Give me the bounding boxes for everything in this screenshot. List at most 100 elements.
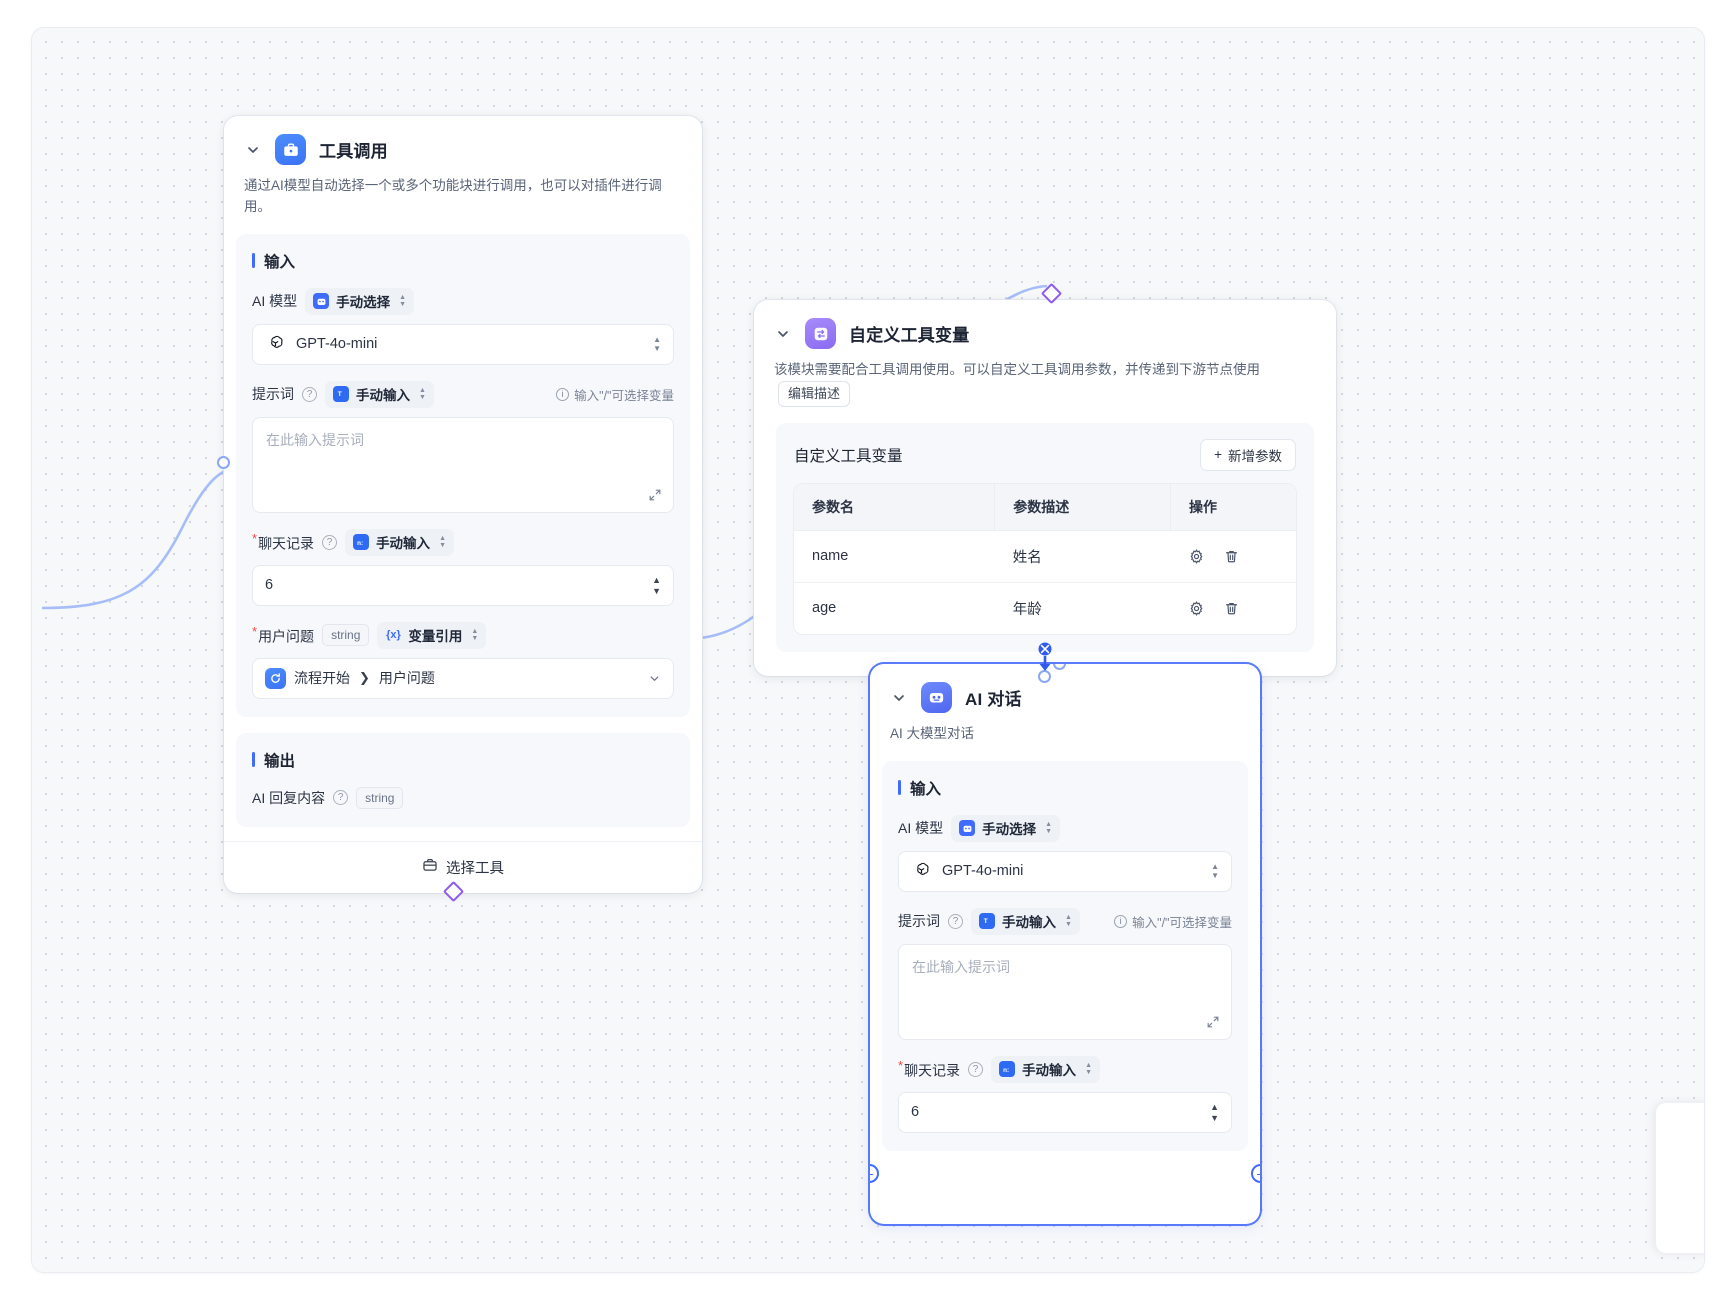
- number-stepper[interactable]: ▲▼: [652, 574, 661, 596]
- custom-vars-panel: 自定义工具变量 + 新增参数 参数名 参数描述 操作: [776, 422, 1314, 652]
- workflow-canvas-screen: 工具调用 通过AI模型自动选择一个或多个功能块进行调用，也可以对插件进行调用。 …: [32, 28, 1704, 1272]
- output-type-badge: string: [356, 786, 404, 809]
- collapse-chevron-icon[interactable]: [890, 689, 908, 707]
- user-question-ref-select[interactable]: 流程开始 ❯ 用户问题: [252, 657, 674, 699]
- help-icon[interactable]: ?: [948, 913, 963, 929]
- openai-icon: [911, 861, 932, 882]
- expand-icon[interactable]: [648, 488, 662, 502]
- cell-param-name: name: [794, 529, 995, 583]
- table-row[interactable]: age 年龄: [794, 581, 1296, 634]
- expand-icon[interactable]: [1206, 1015, 1220, 1029]
- field-chat-history: 聊天记录 ? n: 手动输入 ▲▼ 6: [898, 1055, 1232, 1133]
- number-stepper[interactable]: ▲▼: [1210, 1101, 1219, 1123]
- cell-param-desc: 姓名: [994, 529, 1171, 583]
- prompt-hint: i 输入"/"可选择变量: [556, 385, 674, 404]
- ai-model-value-select[interactable]: GPT-4o-mini ▲▼: [252, 323, 674, 365]
- variable-reference: 流程开始 ❯ 用户问题: [265, 667, 638, 689]
- ai-model-value-text: GPT-4o-mini: [296, 336, 378, 353]
- input-section-title: 输入: [898, 777, 1232, 799]
- prompt-mode-select[interactable]: T 手动输入 ▲▼: [325, 380, 434, 408]
- port-add-left[interactable]: +: [870, 1164, 879, 1183]
- chevron-updown-icon: ▲▼: [653, 335, 661, 354]
- chevron-right-icon: ❯: [359, 670, 370, 686]
- prompt-label: 提示词: [252, 386, 294, 403]
- field-ai-model: AI 模型 手动选择 ▲▼: [252, 287, 674, 365]
- help-icon[interactable]: ?: [302, 386, 317, 402]
- robot-mini-icon: [959, 820, 976, 837]
- chevron-updown-icon: ▲▼: [399, 293, 407, 308]
- field-prompt: 提示词 ? T 手动输入 ▲▼ i: [252, 380, 674, 513]
- output-label: AI 回复内容: [252, 789, 326, 806]
- add-param-button[interactable]: + 新增参数: [1200, 438, 1296, 471]
- ai-model-mode-select[interactable]: 手动选择 ▲▼: [951, 814, 1061, 842]
- chevron-updown-icon: ▲▼: [1045, 820, 1053, 835]
- info-icon: i: [556, 387, 570, 401]
- ai-model-mode-select[interactable]: 手动选择 ▲▼: [305, 287, 415, 315]
- prompt-mode-text: 手动输入: [1002, 915, 1056, 931]
- prompt-textarea[interactable]: 在此输入提示词: [898, 943, 1232, 1040]
- chat-history-mode-select[interactable]: n: 手动输入 ▲▼: [345, 528, 454, 556]
- help-icon[interactable]: ?: [333, 790, 349, 806]
- node-title-text: 工具调用: [319, 142, 388, 161]
- table-header-row: 参数名 参数描述 操作: [794, 483, 1296, 531]
- tool-call-input-section: 输入 AI 模型 手: [236, 233, 690, 717]
- svg-text:T: T: [338, 391, 342, 398]
- flow-start-icon: [265, 667, 286, 689]
- prompt-textarea[interactable]: 在此输入提示词: [252, 416, 674, 513]
- edit-description-button[interactable]: 编辑描述: [778, 380, 851, 407]
- number-mini-icon: n:: [353, 534, 370, 551]
- field-ai-model: AI 模型 手动选择 ▲▼: [898, 814, 1232, 892]
- node-description: 通过AI模型自动选择一个或多个功能块进行调用，也可以对插件进行调用。: [244, 178, 662, 214]
- prompt-mode-text: 手动输入: [356, 388, 410, 404]
- prompt-hint: i 输入"/"可选择变量: [1114, 912, 1232, 931]
- port-output-customvar[interactable]: [1038, 669, 1051, 683]
- help-icon[interactable]: ?: [968, 1061, 984, 1077]
- prompt-hint-text: 输入"/"可选择变量: [574, 388, 674, 403]
- ref-field-name: 用户问题: [378, 670, 435, 687]
- field-prompt: 提示词 ? T 手动输入 ▲▼ i: [898, 907, 1232, 1040]
- select-tool-button[interactable]: 选择工具: [224, 840, 702, 893]
- col-actions: 操作: [1170, 483, 1296, 531]
- ai-model-label: AI 模型: [898, 820, 944, 837]
- chat-history-number-input[interactable]: 6 ▲▼: [252, 564, 674, 606]
- table-row[interactable]: name 姓名: [794, 529, 1296, 583]
- prompt-mode-select[interactable]: T 手动输入 ▲▼: [971, 907, 1080, 935]
- cell-param-name: age: [794, 581, 995, 634]
- svg-text:n:: n:: [1003, 1067, 1009, 1074]
- chat-history-number-input[interactable]: 6 ▲▼: [898, 1091, 1232, 1133]
- node-tool-call[interactable]: 工具调用 通过AI模型自动选择一个或多个功能块进行调用，也可以对插件进行调用。 …: [217, 116, 702, 903]
- node-title-text: AI 对话: [965, 690, 1022, 709]
- ai-model-value-select[interactable]: GPT-4o-mini ▲▼: [898, 850, 1232, 892]
- panel-title: 自定义工具变量: [794, 447, 903, 465]
- chat-history-mode-text: 手动输入: [376, 536, 431, 552]
- briefcase-icon: [275, 134, 306, 165]
- type-badge: string: [322, 624, 370, 647]
- ai-model-value-text: GPT-4o-mini: [942, 863, 1024, 880]
- chevron-updown-icon: ▲▼: [439, 534, 446, 549]
- add-param-label: 新增参数: [1228, 448, 1282, 464]
- ai-model-mode-text: 手动选择: [982, 822, 1037, 838]
- user-question-mode-select[interactable]: {x} 变量引用 ▲▼: [377, 621, 487, 649]
- collapse-chevron-icon[interactable]: [244, 141, 262, 159]
- settings-icon[interactable]: [1188, 600, 1205, 617]
- trash-icon[interactable]: [1223, 548, 1240, 565]
- port-add-right[interactable]: +: [1251, 1164, 1260, 1183]
- chevron-updown-icon: ▲▼: [1211, 862, 1219, 881]
- chat-history-mode-select[interactable]: n: 手动输入 ▲▼: [991, 1055, 1100, 1083]
- field-chat-history: 聊天记录 ? n: 手动输入 ▲▼ 6: [252, 528, 674, 606]
- node-ai-chat[interactable]: AI 对话 AI 大模型对话 输入 AI 模型: [870, 664, 1260, 1224]
- help-icon[interactable]: ?: [322, 534, 338, 550]
- port-input-tool-call[interactable]: [217, 456, 230, 469]
- trash-icon[interactable]: [1223, 600, 1240, 617]
- right-side-panel[interactable]: [1656, 1103, 1704, 1253]
- chevron-down-icon: [648, 672, 661, 685]
- ai-chat-header: AI 对话 AI 大模型对话: [870, 664, 1260, 745]
- cell-actions: [1170, 529, 1296, 583]
- collapse-chevron-icon[interactable]: [774, 325, 792, 343]
- cell-param-desc: 年龄: [994, 581, 1171, 634]
- select-tool-label: 选择工具: [446, 860, 504, 877]
- info-icon: i: [1114, 914, 1128, 928]
- node-custom-tool-vars[interactable]: 自定义工具变量 该模块需要配合工具调用使用。可以自定义工具调用参数，并传递到下游…: [754, 282, 1336, 683]
- field-user-question: 用户问题 string {x} 变量引用 ▲▼: [252, 621, 674, 699]
- settings-icon[interactable]: [1188, 548, 1205, 565]
